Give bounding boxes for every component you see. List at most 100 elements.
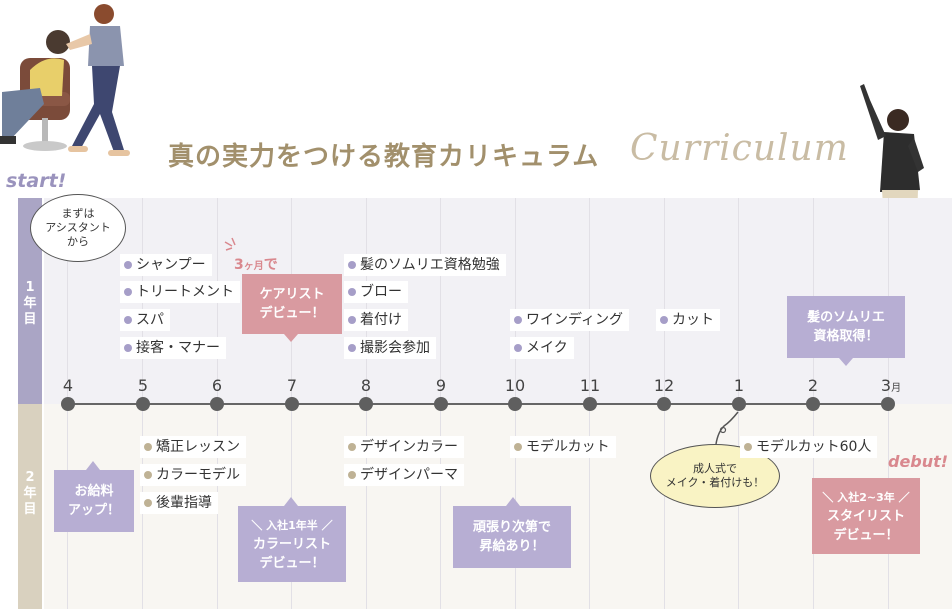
month-dot	[285, 397, 299, 411]
page-title: 真の実力をつける教育カリキュラム	[168, 142, 600, 172]
note-unit: ヶ月	[243, 261, 264, 272]
box-line: カラーリスト	[252, 536, 331, 552]
bullet-icon	[744, 443, 752, 451]
pointer-arrow	[284, 334, 298, 342]
box-line: 頑張り次第で	[472, 520, 551, 535]
box-line: 昇給あり！	[479, 539, 545, 554]
month-label: 6	[211, 376, 223, 395]
stylist-debut-box: ＼ 入社2~3年 ／ スタイリスト デビュー！	[812, 478, 920, 554]
box-line: 資格取得！	[813, 329, 879, 344]
list-item: スパ	[120, 309, 170, 331]
sommelier-box: 髪のソムリエ 資格取得！	[787, 296, 905, 358]
box-line: デビュー！	[833, 527, 899, 543]
item-text: ワインディング	[526, 312, 624, 328]
bullet-icon	[514, 316, 522, 324]
list-item: 髪のソムリエ資格勉強	[344, 254, 506, 276]
bullet-icon	[144, 471, 152, 479]
cloud-line: アシスタント	[45, 221, 111, 234]
month-label: 7	[286, 376, 298, 395]
burst-icon	[224, 237, 236, 251]
list-item: カット	[656, 309, 720, 331]
month-label: 1	[733, 376, 745, 395]
year1-kanji: 年	[23, 296, 37, 311]
month-label: 8	[360, 376, 372, 395]
bullet-icon	[124, 288, 132, 296]
script-title: Curriculum	[630, 128, 849, 169]
month-label-last: 3月	[866, 376, 916, 395]
month-dot	[881, 397, 895, 411]
item-text: モデルカット	[526, 439, 610, 455]
box-line: デビュー！	[259, 555, 325, 571]
salary-up-box: お給料 アップ！	[54, 470, 134, 532]
item-text: 髪のソムリエ資格勉強	[360, 257, 500, 273]
pointer-arrow	[839, 358, 853, 366]
box-subline: ＼ 入社2~3年 ／	[822, 490, 910, 504]
list-item: 矯正レッスン	[140, 436, 246, 458]
item-text: 撮影会参加	[360, 340, 430, 356]
bullet-icon	[144, 443, 152, 451]
list-item: 撮影会参加	[344, 337, 436, 359]
cloud-line: メイク・着付けも！	[665, 476, 765, 489]
month-label: 10	[504, 376, 526, 395]
item-text: カット	[672, 312, 714, 328]
bullet-icon	[348, 288, 356, 296]
bullet-icon	[514, 344, 522, 352]
month-label: 5	[137, 376, 149, 395]
list-item: ワインディング	[510, 309, 630, 331]
pointer-arrow	[284, 497, 298, 506]
care-debut-box: ケアリスト デビュー！	[242, 274, 342, 334]
year2-sidebar: 2 年 目	[18, 404, 42, 609]
month-dot	[359, 397, 373, 411]
pointer-arrow	[506, 497, 520, 506]
month-label: 3	[880, 376, 892, 395]
item-text: 矯正レッスン	[156, 439, 240, 455]
note-tail: で	[263, 257, 278, 273]
item-text: デザインパーマ	[360, 467, 458, 483]
month-suffix: 月	[891, 383, 902, 394]
list-item: デザインカラー	[344, 436, 464, 458]
month-dot	[508, 397, 522, 411]
pointer-arrow	[86, 461, 100, 470]
bullet-icon	[348, 471, 356, 479]
list-item: シャンプー	[120, 254, 212, 276]
cloud-tail-icon	[715, 411, 739, 445]
item-text: シャンプー	[136, 257, 206, 273]
bullet-icon	[124, 344, 132, 352]
list-item: 接客・マナー	[120, 337, 226, 359]
month-dot	[657, 397, 671, 411]
month-dot	[210, 397, 224, 411]
item-text: デザインカラー	[360, 439, 458, 455]
item-text: ブロー	[360, 284, 402, 300]
month-dot	[732, 397, 746, 411]
note-num: 3	[234, 257, 244, 273]
cloud-line: 成人式で	[693, 462, 737, 475]
list-item: メイク	[510, 337, 574, 359]
list-item: トリートメント	[120, 281, 240, 303]
cloud-line: から	[67, 235, 89, 248]
month-label: 4	[62, 376, 74, 395]
ceremony-speech-cloud: 成人式で メイク・着付けも！	[650, 444, 780, 508]
list-item: デザインパーマ	[344, 464, 464, 486]
bullet-icon	[124, 261, 132, 269]
three-months-note: 3ヶ月で	[234, 254, 278, 274]
box-line: 髪のソムリエ	[807, 310, 885, 325]
debut-label: debut!	[888, 452, 949, 471]
month-label: 2	[807, 376, 819, 395]
box-line: スタイリスト	[826, 508, 905, 524]
colorist-debut-box: ＼ 入社1年半 ／ カラーリスト デビュー！	[238, 506, 346, 582]
month-label: 11	[579, 376, 601, 395]
list-item: カラーモデル	[140, 464, 246, 486]
list-item: 後輩指導	[140, 492, 218, 514]
item-text: 後輩指導	[156, 495, 212, 511]
cloud-line: まずは	[61, 207, 95, 220]
box-line: ケアリスト	[259, 287, 325, 302]
bullet-icon	[144, 499, 152, 507]
item-text: トリートメント	[136, 284, 234, 300]
bullet-icon	[660, 316, 668, 324]
hairdresser-illustration	[0, 4, 130, 156]
item-text: カラーモデル	[156, 467, 240, 483]
box-line: デビュー！	[259, 306, 325, 321]
year2-kanji: 年	[23, 486, 37, 501]
month-dot	[61, 397, 75, 411]
month-dot	[434, 397, 448, 411]
